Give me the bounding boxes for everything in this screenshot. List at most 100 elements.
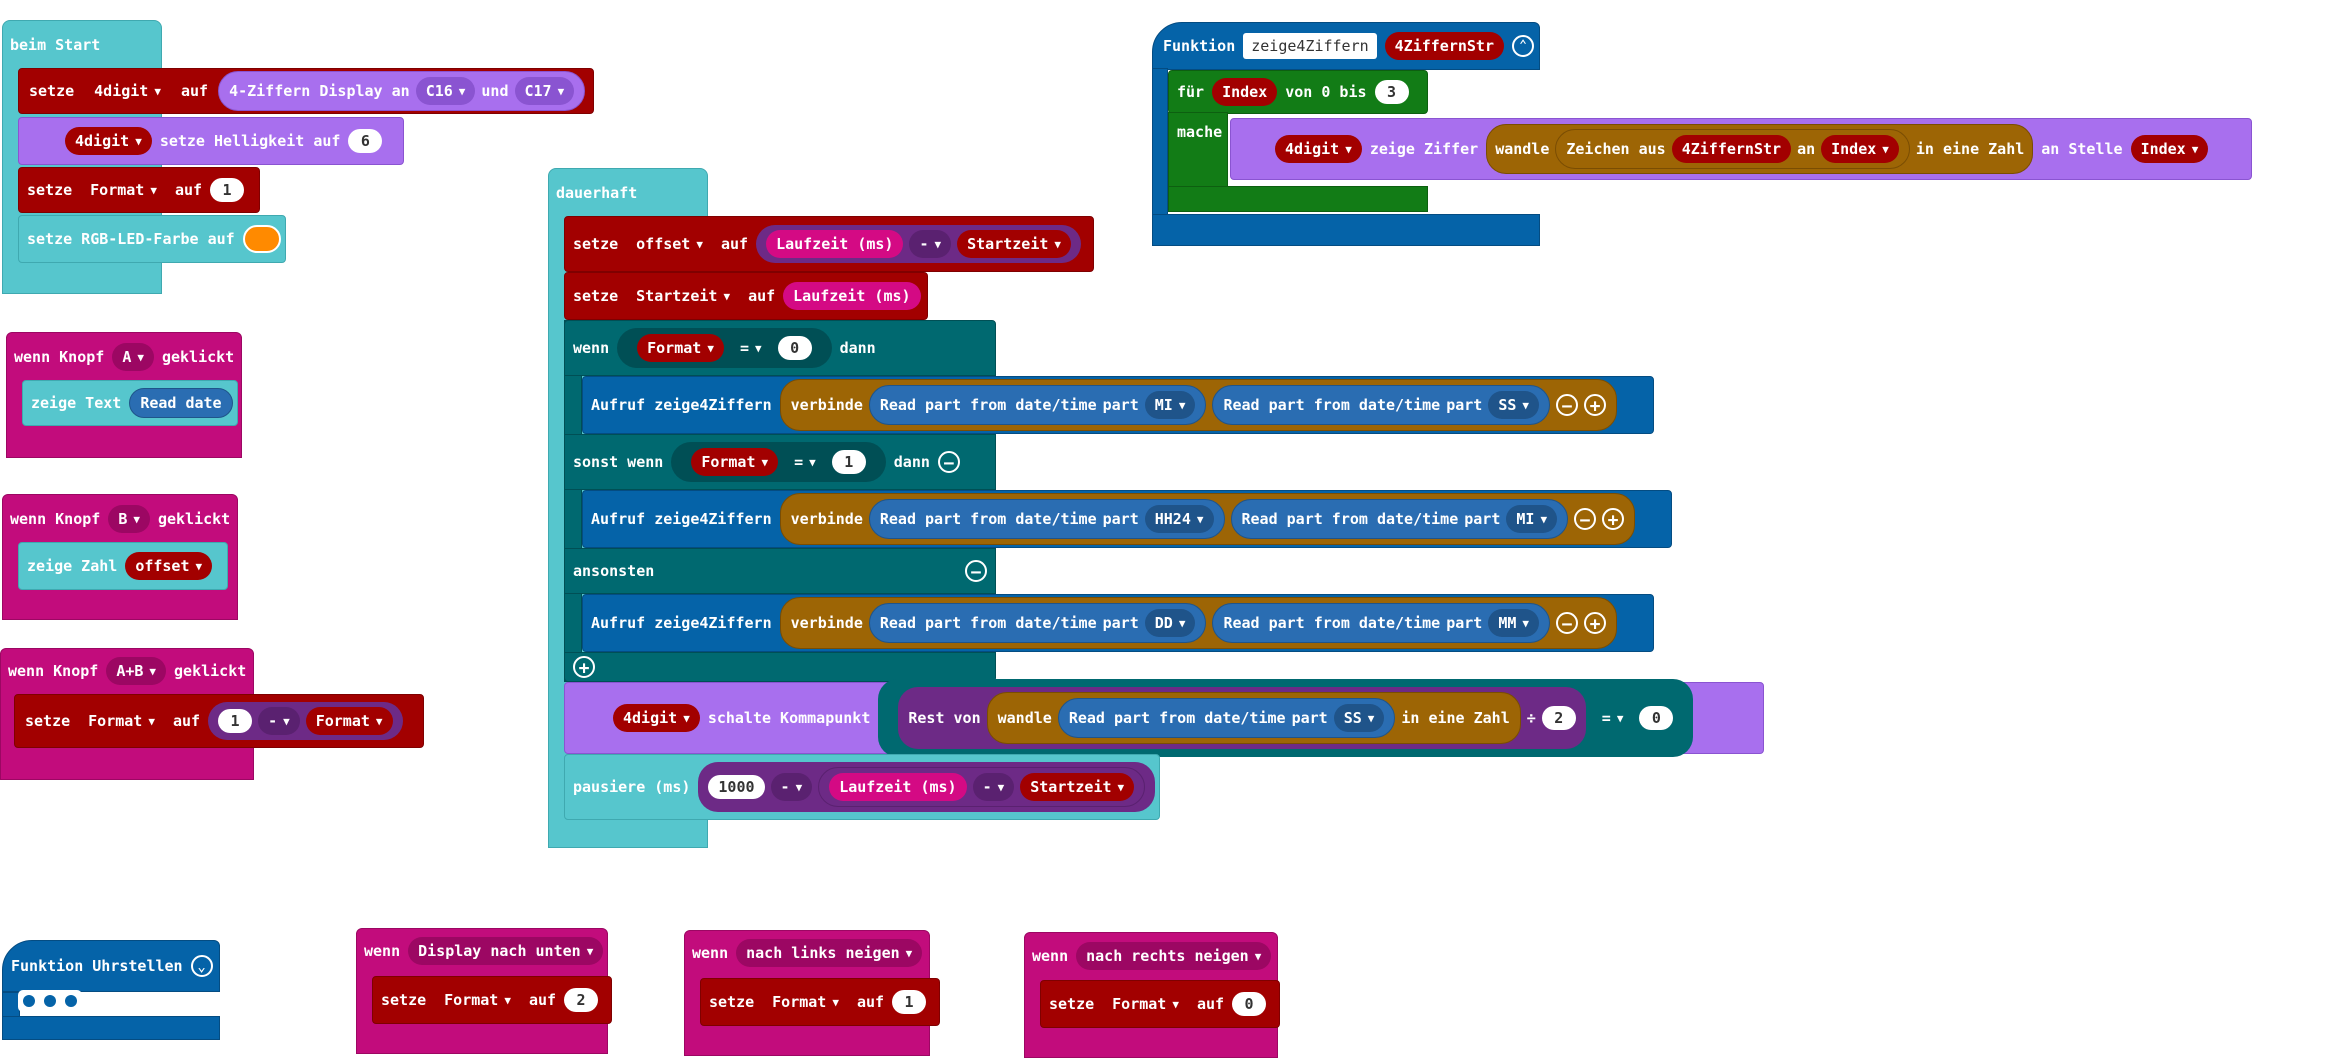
button-dropdown[interactable]: A+B▼ <box>106 657 167 685</box>
else-row[interactable]: ansonsten − <box>564 548 996 594</box>
decimal-point-block[interactable]: 4digit▼ schalte Kommapunkt Rest von wand… <box>564 679 1764 757</box>
read-part-block[interactable]: Read part from date/time part SS▼ <box>1212 385 1550 425</box>
running-time-block[interactable]: Laufzeit (ms) <box>783 282 921 310</box>
read-part-block[interactable]: Read part from date/time part DD▼ <box>868 603 1207 643</box>
parse-int-block[interactable]: wandle Read part from date/time part SS▼… <box>986 692 1521 744</box>
set-startzeit-block[interactable]: setze Startzeit▼ auf Laufzeit (ms) <box>564 272 928 320</box>
set-format-block[interactable]: setze Format▼ auf 2 <box>372 976 612 1024</box>
set-format-toggle-block[interactable]: setze Format▼ auf 1 -▼ Format▼ <box>14 694 424 748</box>
subtract-block[interactable]: 1000 -▼ Laufzeit (ms) -▼ Startzeit▼ <box>698 762 1156 812</box>
var-dropdown-format[interactable]: Format▼ <box>691 448 779 476</box>
num-input[interactable]: 1000 <box>708 775 765 799</box>
part-dropdown[interactable]: SS▼ <box>1333 704 1385 732</box>
call-zeige4ziffern-block[interactable]: Aufruf zeige4Ziffern verbinde Read part … <box>582 376 1654 434</box>
set-4digit-block[interactable]: setze 4digit▼ auf 4-Ziffern Display an C… <box>18 68 594 114</box>
rgb-led-block[interactable]: setze RGB-LED-Farbe auf <box>18 215 286 263</box>
add-circle-icon[interactable]: + <box>573 656 595 679</box>
join-block[interactable]: verbinde Read part from date/time part H… <box>779 493 1636 545</box>
var-dropdown-startzeit[interactable]: Startzeit▼ <box>957 230 1072 258</box>
format-value-input[interactable]: 1 <box>210 178 245 202</box>
var-dropdown-format[interactable]: Format▼ <box>305 707 393 735</box>
operator-dropdown[interactable]: -▼ <box>770 773 813 801</box>
compare-value-input[interactable]: 1 <box>831 450 866 474</box>
display-init-block[interactable]: 4-Ziffern Display an C16▼ und C17▼ <box>218 71 586 111</box>
set-offset-block[interactable]: setze offset▼ auf Laufzeit (ms) -▼ Start… <box>564 216 1094 272</box>
function-hat[interactable]: Funktion zeige4Ziffern 4ZiffernStr ⌃ <box>1152 22 1540 70</box>
part-dropdown[interactable]: MI▼ <box>1506 505 1558 533</box>
add-circle-icon[interactable]: + <box>1602 508 1625 531</box>
add-circle-icon[interactable]: + <box>1584 612 1606 635</box>
format-value-input[interactable]: 1 <box>892 990 927 1014</box>
add-circle-icon[interactable]: + <box>1584 394 1606 417</box>
button-dropdown[interactable]: A▼ <box>112 343 154 371</box>
part-dropdown[interactable]: MM▼ <box>1488 609 1539 637</box>
var-dropdown-4digit[interactable]: 4digit▼ <box>1275 135 1362 163</box>
running-time-block[interactable]: Laufzeit (ms) <box>766 230 904 258</box>
var-dropdown-startzeit[interactable]: Startzeit▼ <box>1020 773 1135 801</box>
read-date-block[interactable]: Read date <box>129 388 233 418</box>
operator-dropdown[interactable]: =▼ <box>1592 704 1634 732</box>
pin1-dropdown[interactable]: C16▼ <box>415 77 476 105</box>
call-zeige4ziffern-block[interactable]: Aufruf zeige4Ziffern verbinde Read part … <box>582 594 1654 652</box>
set-format-block[interactable]: setze Format▼ auf 0 <box>1040 980 1280 1028</box>
num-input[interactable]: 1 <box>218 709 253 733</box>
remainder-block[interactable]: Rest von wandle Read part from date/time… <box>898 687 1586 749</box>
operator-dropdown[interactable]: =▼ <box>784 448 826 476</box>
compare-value-input[interactable]: 0 <box>1639 706 1674 730</box>
running-time-block[interactable]: Laufzeit (ms) <box>829 773 967 801</box>
var-dropdown-index[interactable]: Index▼ <box>1821 135 1899 163</box>
var-dropdown-4digit[interactable]: 4digit▼ <box>65 127 152 155</box>
subtract-block[interactable]: Laufzeit (ms) -▼ Startzeit▼ <box>818 767 1146 807</box>
var-dropdown-offset[interactable]: offset▼ <box>626 230 713 258</box>
gesture-dropdown[interactable]: Display nach unten▼ <box>408 937 604 965</box>
part-dropdown[interactable]: DD▼ <box>1144 609 1196 637</box>
remove-circle-icon[interactable]: − <box>1556 612 1578 635</box>
remove-circle-icon[interactable]: − <box>1556 394 1578 417</box>
var-dropdown-format[interactable]: Format▼ <box>637 334 724 362</box>
operator-dropdown[interactable]: -▼ <box>258 707 300 735</box>
var-dropdown-offset[interactable]: offset▼ <box>125 552 213 580</box>
operator-dropdown[interactable]: -▼ <box>909 230 952 258</box>
function-name-input[interactable]: zeige4Ziffern <box>1243 33 1377 59</box>
var-dropdown-4digit[interactable]: 4digit▼ <box>84 77 171 105</box>
param-4ziffernstr[interactable]: 4ZiffernStr <box>1671 135 1792 163</box>
subtract-block[interactable]: 1 -▼ Format▼ <box>208 702 403 740</box>
read-part-block[interactable]: Read part from date/time part MM▼ <box>1212 603 1550 643</box>
set-format-block[interactable]: setze Format▼ auf 1 <box>700 978 940 1026</box>
var-dropdown-format[interactable]: Format▼ <box>762 988 849 1016</box>
divisor-input[interactable]: 2 <box>1541 706 1576 730</box>
brightness-block[interactable]: 4digit▼ setze Helligkeit auf 6 <box>18 117 404 165</box>
compare-block[interactable]: Format▼ =▼ 0 <box>617 328 832 368</box>
var-dropdown-index[interactable]: Index▼ <box>2130 135 2209 163</box>
brightness-input[interactable]: 6 <box>348 129 383 153</box>
call-zeige4ziffern-block[interactable]: Aufruf zeige4Ziffern verbinde Read part … <box>582 490 1672 548</box>
show-number-block[interactable]: zeige Zahl offset▼ <box>18 542 228 590</box>
show-digit-block[interactable]: 4digit▼ zeige Ziffer wandle Zeichen aus … <box>1230 118 2252 180</box>
var-dropdown-format[interactable]: Format▼ <box>78 707 165 735</box>
collapse-icon[interactable]: ⌄ <box>190 955 213 977</box>
part-dropdown[interactable]: MI▼ <box>1144 391 1196 419</box>
part-dropdown[interactable]: HH24▼ <box>1144 505 1214 533</box>
format-value-input[interactable]: 0 <box>1232 992 1267 1016</box>
pause-block[interactable]: pausiere (ms) 1000 -▼ Laufzeit (ms) -▼ S… <box>564 754 1160 820</box>
param-4ziffernstr[interactable]: 4ZiffernStr <box>1384 32 1504 60</box>
compare-block[interactable]: Format▼ =▼ 1 <box>671 442 886 482</box>
var-dropdown-4digit[interactable]: 4digit▼ <box>613 704 700 732</box>
subtract-block[interactable]: Laufzeit (ms) -▼ Startzeit▼ <box>756 225 1082 263</box>
join-block[interactable]: verbinde Read part from date/time part D… <box>779 597 1617 649</box>
compare-block[interactable]: Rest von wandle Read part from date/time… <box>878 679 1694 757</box>
color-swatch[interactable] <box>242 225 281 253</box>
pin2-dropdown[interactable]: C17▼ <box>514 77 575 105</box>
read-part-block[interactable]: Read part from date/time part SS▼ <box>1057 698 1396 738</box>
button-dropdown[interactable]: B▼ <box>108 505 150 533</box>
elseif-row[interactable]: sonst wenn Format▼ =▼ 1 dann − <box>564 434 996 490</box>
parse-int-block[interactable]: wandle Zeichen aus 4ZiffernStr an Index▼… <box>1486 124 2034 174</box>
operator-dropdown[interactable]: -▼ <box>972 773 1015 801</box>
gesture-dropdown[interactable]: nach links neigen▼ <box>736 939 923 967</box>
operator-dropdown[interactable]: =▼ <box>730 334 772 362</box>
gesture-dropdown[interactable]: nach rechts neigen▼ <box>1076 942 1272 970</box>
part-dropdown[interactable]: SS▼ <box>1488 391 1539 419</box>
var-dropdown-format[interactable]: Format▼ <box>1102 990 1189 1018</box>
read-part-block[interactable]: Read part from date/time part HH24▼ <box>868 499 1225 539</box>
collapsed-ellipsis-icon[interactable] <box>18 990 82 1012</box>
